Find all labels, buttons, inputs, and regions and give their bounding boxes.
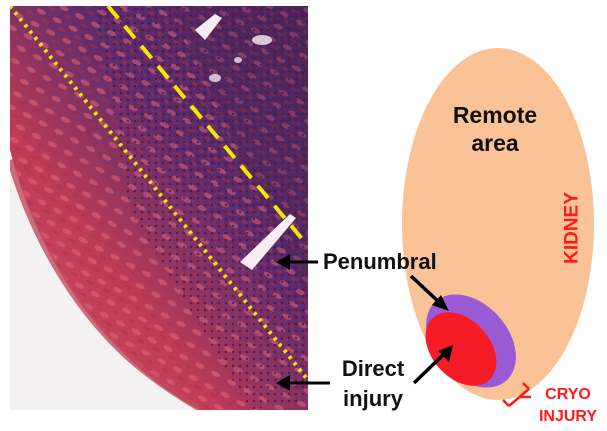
remote-area-label: Remote area: [440, 101, 550, 157]
kidney-label: KIDNEY: [563, 192, 582, 264]
direct-injury-label: Direct injury: [334, 354, 412, 414]
penumbral-label: Penumbral: [323, 251, 437, 273]
remote-area-text: Remote area: [453, 102, 537, 156]
cryo-injury-label: CRYO INJURY: [527, 384, 607, 428]
direct-injury-text: Direct injury: [342, 356, 404, 411]
cryo-injury-text: CRYO INJURY: [539, 386, 597, 425]
histology-image: [10, 6, 308, 410]
